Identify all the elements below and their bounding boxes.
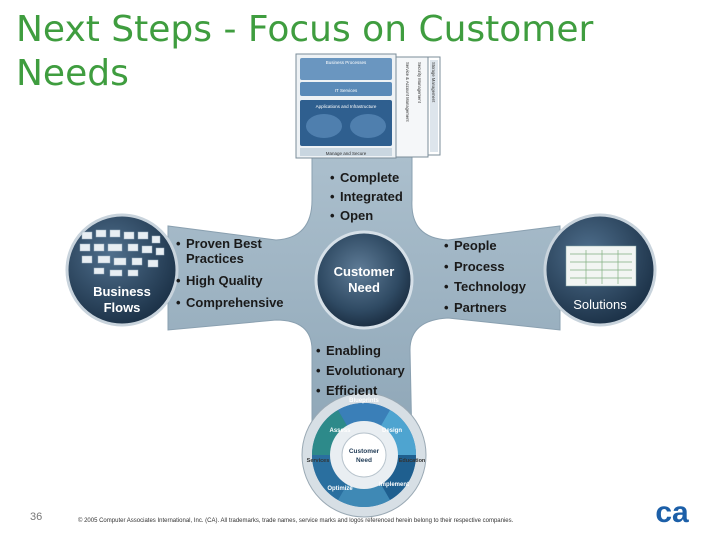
page-number: 36: [30, 511, 43, 523]
hub-line-2: Need: [348, 280, 380, 295]
list-item: •Proven Best: [176, 236, 262, 251]
list-item: •Integrated: [330, 189, 403, 204]
list-item: •Open: [330, 208, 374, 223]
slide-title: Next Steps - Focus on Customer Needs: [16, 8, 706, 96]
ca-logo: ca: [655, 496, 689, 529]
list-item: •Partners: [444, 299, 507, 315]
business-flows-label: Business Flows: [82, 284, 162, 316]
architecture-diagram: Business Processes IT Services Applicati…: [295, 53, 441, 159]
bottom-bullets: •Enabling •Evolutionary •Efficient: [316, 341, 405, 401]
list-item: •People: [444, 238, 497, 253]
wheel-seg-3: Implement: [379, 482, 409, 488]
list-item: •Efficient: [316, 383, 378, 398]
arch-side-2: Security Management: [417, 62, 422, 104]
right-bullets: •People •Process •Technology •Partners: [444, 236, 526, 318]
wheel-center-2: Need: [356, 457, 372, 464]
top-bullets: •Complete •Integrated •Open: [330, 168, 403, 225]
list-item: Practices: [186, 251, 244, 266]
copyright-footer: © 2005 Computer Associates International…: [78, 518, 514, 524]
arch-side-1: Service & Account Management: [405, 62, 410, 122]
list-item: •High Quality: [176, 273, 263, 288]
business-flows-line-1: Business: [93, 284, 151, 299]
wheel-center-1: Customer: [349, 448, 380, 455]
arch-side-3: Storage Management: [431, 62, 436, 103]
hub-line-1: Customer: [334, 264, 395, 279]
list-item: •Comprehensive: [176, 295, 284, 310]
list-item: •Process: [444, 258, 505, 274]
wheel-seg-6: Education: [399, 458, 426, 464]
title-line-2: Needs: [16, 53, 129, 94]
wheel-seg-5: Services: [307, 458, 330, 464]
services-wheel: Blueprints Customer Need Assess Design I…: [301, 392, 427, 518]
solutions-label: Solutions: [573, 297, 627, 312]
wheel-seg-1: Assess: [329, 428, 351, 434]
list-item: •Complete: [330, 170, 400, 185]
arch-bar-2: IT Services: [335, 88, 358, 93]
list-item: •Evolutionary: [316, 363, 405, 378]
solutions-node: [543, 213, 657, 327]
arch-bar-1: Business Processes: [326, 60, 367, 65]
left-bullets: •Proven Best Practices •High Quality •Co…: [176, 236, 284, 310]
wheel-top: Blueprints: [349, 398, 379, 404]
wheel-seg-4: Optimize: [327, 486, 353, 492]
list-item: •Enabling: [316, 343, 381, 358]
title-line-1: Next Steps - Focus on Customer: [16, 9, 594, 50]
wheel-seg-2: Design: [382, 428, 402, 434]
business-flows-node: [65, 213, 179, 327]
list-item: •Technology: [444, 279, 526, 294]
customer-need-hub: [314, 230, 414, 330]
arch-bar-3: Applications and Infrastructure: [316, 104, 377, 109]
arch-bar-4: Manage and Secure: [326, 151, 367, 156]
business-flows-line-2: Flows: [103, 300, 141, 315]
